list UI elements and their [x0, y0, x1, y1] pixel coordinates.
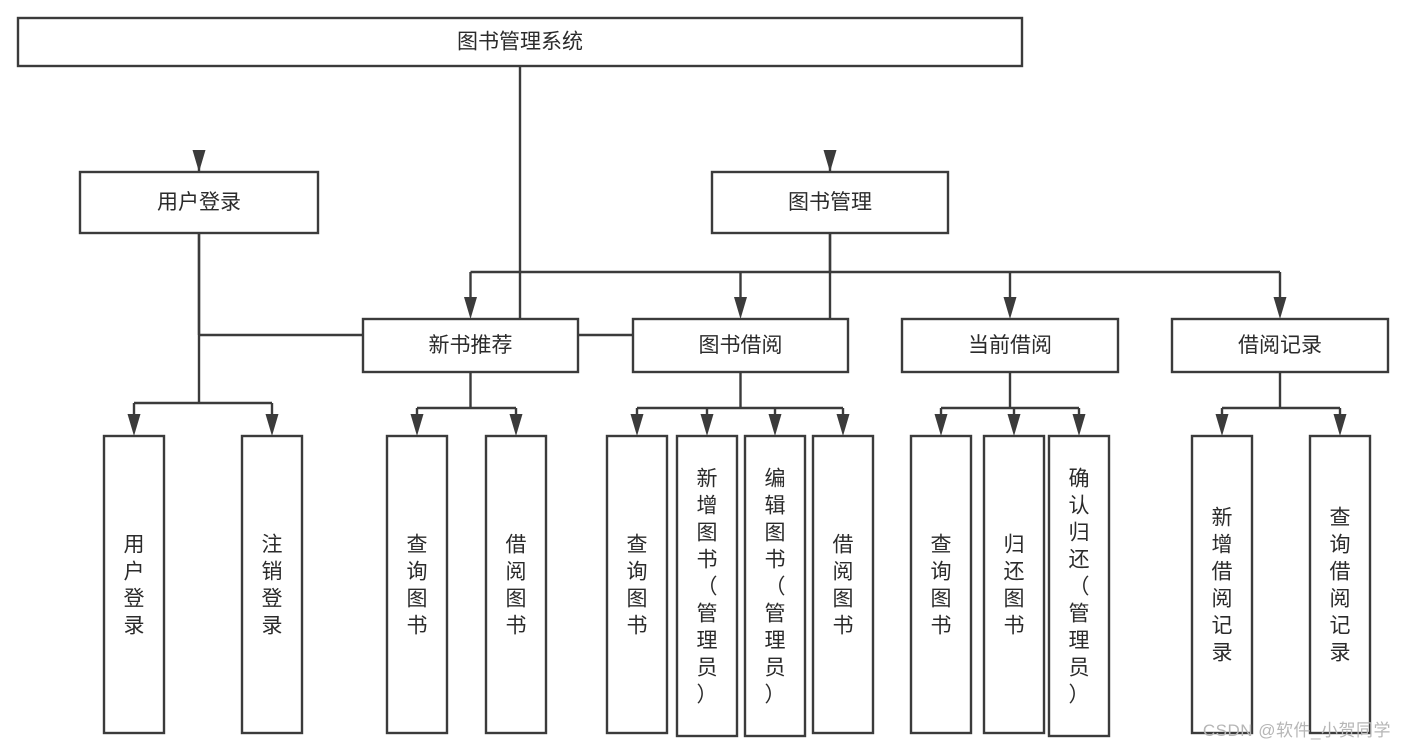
node-leaf-confirm-return-admin[interactable]: 确认归还（管理员）	[1047, 434, 1111, 738]
node-box-leaf-return-book[interactable]	[982, 434, 1046, 735]
node-leaf-user-login[interactable]: 用户登录	[102, 434, 166, 735]
node-box-leaf-confirm-return-admin[interactable]	[1047, 434, 1111, 738]
node-root[interactable]: 图书管理系统	[16, 16, 1024, 68]
node-box-leaf-borrow-book-1[interactable]	[484, 434, 548, 735]
node-current-borrow[interactable]: 当前借阅	[900, 317, 1120, 374]
node-box-leaf-query-book-1[interactable]	[385, 434, 449, 735]
node-label-leaf-user-login: 用户登录	[124, 534, 145, 638]
node-label-leaf-add-book-admin: 新增图书（管理员）	[697, 468, 718, 707]
node-box-user-login[interactable]	[78, 170, 320, 235]
node-label-leaf-query-book-3: 查询图书	[931, 534, 952, 638]
node-book-borrow[interactable]: 图书借阅	[631, 317, 850, 374]
node-label-leaf-query-book-2: 查询图书	[627, 534, 648, 638]
node-label-leaf-query-book-1: 查询图书	[407, 534, 428, 638]
nodes-layer: 图书管理系统用户登录图书管理新书推荐图书借阅当前借阅借阅记录用户登录注销登录查询…	[16, 16, 1390, 738]
node-leaf-add-borrow-record[interactable]: 新增借阅记录	[1190, 434, 1254, 735]
node-label-current-borrow: 当前借阅	[968, 334, 1052, 357]
connectors-layer	[127, 66, 1347, 436]
node-book-manage[interactable]: 图书管理	[710, 170, 950, 235]
node-box-leaf-query-book-3[interactable]	[909, 434, 973, 735]
node-label-leaf-edit-book-admin: 编辑图书（管理员）	[765, 468, 786, 707]
node-box-book-borrow[interactable]	[631, 317, 850, 374]
node-label-new-book-recommend: 新书推荐	[429, 334, 513, 357]
node-borrow-record[interactable]: 借阅记录	[1170, 317, 1390, 374]
node-box-leaf-query-book-2[interactable]	[605, 434, 669, 735]
node-leaf-borrow-book-2[interactable]: 借阅图书	[811, 434, 875, 735]
node-box-leaf-user-login[interactable]	[102, 434, 166, 735]
node-box-leaf-edit-book-admin[interactable]	[743, 434, 807, 738]
node-box-new-book-recommend[interactable]	[361, 317, 580, 374]
node-label-leaf-confirm-return-admin: 确认归还（管理员）	[1069, 468, 1090, 707]
node-box-book-manage[interactable]	[710, 170, 950, 235]
node-leaf-query-book-3[interactable]: 查询图书	[909, 434, 973, 735]
node-box-current-borrow[interactable]	[900, 317, 1120, 374]
node-leaf-borrow-book-1[interactable]: 借阅图书	[484, 434, 548, 735]
node-label-book-borrow: 图书借阅	[699, 334, 783, 357]
node-box-leaf-add-book-admin[interactable]	[675, 434, 739, 738]
node-leaf-query-borrow-record[interactable]: 查询借阅记录	[1308, 434, 1372, 735]
node-leaf-return-book[interactable]: 归还图书	[982, 434, 1046, 735]
node-box-borrow-record[interactable]	[1170, 317, 1390, 374]
node-box-root[interactable]	[16, 16, 1024, 68]
node-leaf-query-book-1[interactable]: 查询图书	[385, 434, 449, 735]
node-leaf-logout[interactable]: 注销登录	[240, 434, 304, 735]
node-label-user-login: 用户登录	[157, 191, 241, 214]
node-label-leaf-logout: 注销登录	[262, 534, 283, 638]
node-label-leaf-query-borrow-record: 查询借阅记录	[1330, 507, 1351, 665]
node-label-leaf-add-borrow-record: 新增借阅记录	[1212, 507, 1233, 665]
node-label-book-manage: 图书管理	[788, 191, 872, 214]
node-label-leaf-return-book: 归还图书	[1004, 534, 1025, 638]
node-box-leaf-add-borrow-record[interactable]	[1190, 434, 1254, 735]
node-label-leaf-borrow-book-2: 借阅图书	[833, 534, 854, 638]
node-leaf-edit-book-admin[interactable]: 编辑图书（管理员）	[743, 434, 807, 738]
node-label-borrow-record: 借阅记录	[1238, 334, 1322, 357]
node-box-leaf-borrow-book-2[interactable]	[811, 434, 875, 735]
node-label-leaf-borrow-book-1: 借阅图书	[506, 534, 527, 638]
node-label-root: 图书管理系统	[457, 31, 583, 54]
node-user-login[interactable]: 用户登录	[78, 170, 320, 235]
node-leaf-query-book-2[interactable]: 查询图书	[605, 434, 669, 735]
node-new-book-recommend[interactable]: 新书推荐	[361, 317, 580, 374]
node-box-leaf-query-borrow-record[interactable]	[1308, 434, 1372, 735]
node-leaf-add-book-admin[interactable]: 新增图书（管理员）	[675, 434, 739, 738]
node-box-leaf-logout[interactable]	[240, 434, 304, 735]
